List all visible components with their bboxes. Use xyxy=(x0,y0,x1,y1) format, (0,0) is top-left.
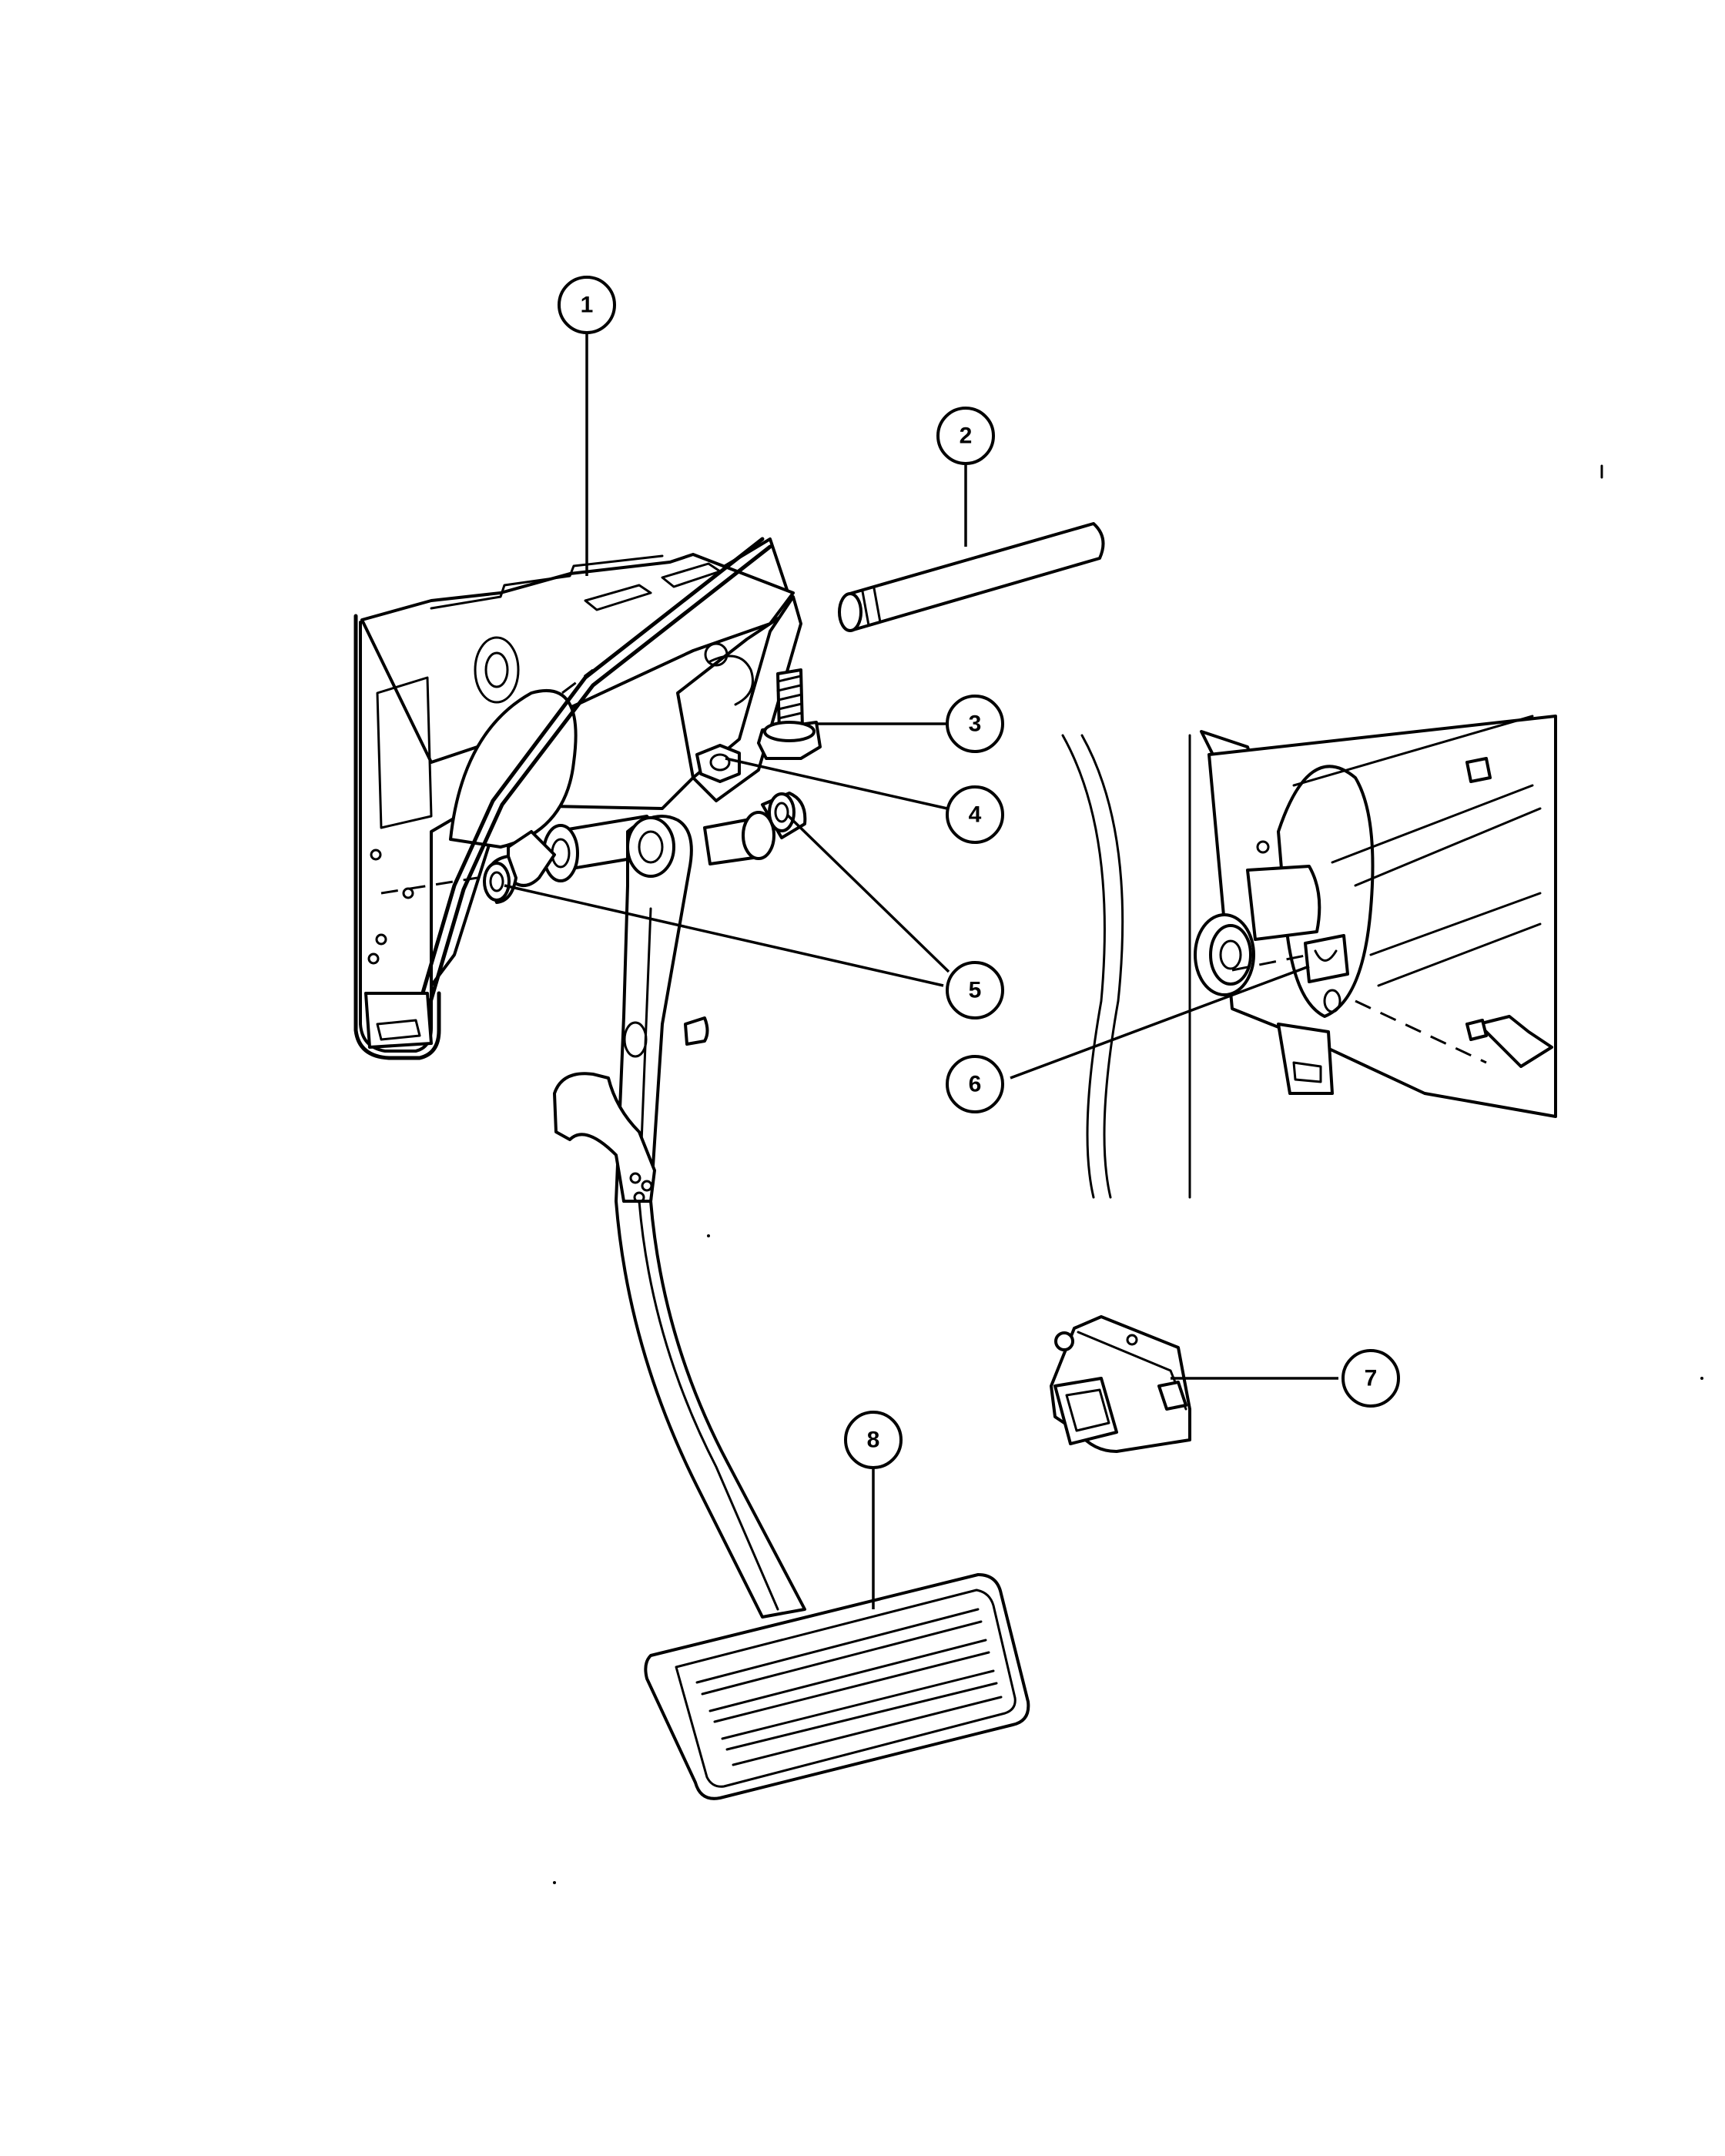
callout-8-label: 8 xyxy=(867,1428,880,1453)
callout-7: 7 xyxy=(1341,1349,1400,1408)
callout-8: 8 xyxy=(844,1411,903,1469)
pedal-bushing-right xyxy=(761,792,807,839)
pedal-bushing-left xyxy=(483,855,518,904)
callout-2: 2 xyxy=(936,407,995,465)
callout-7-label: 7 xyxy=(1365,1366,1378,1391)
callout-3-label: 3 xyxy=(969,711,982,737)
pedal-support-bracket xyxy=(353,537,802,1060)
callout-2-label: 2 xyxy=(960,424,973,449)
callout-6: 6 xyxy=(946,1055,1004,1113)
pedal-pad xyxy=(644,1573,1030,1800)
callout-4: 4 xyxy=(946,785,1004,844)
callout-4-label: 4 xyxy=(969,802,982,828)
callout-5: 5 xyxy=(946,961,1004,1019)
callout-1: 1 xyxy=(558,276,616,334)
scan-marks xyxy=(553,464,1703,1884)
detail-view xyxy=(1061,715,1557,1199)
callout-6-label: 6 xyxy=(969,1072,982,1097)
pivot-shaft xyxy=(838,522,1105,632)
hex-nut xyxy=(695,744,741,783)
stop-lamp-switch xyxy=(1050,1315,1191,1453)
callout-3: 3 xyxy=(946,695,1004,753)
callout-5-label: 5 xyxy=(969,978,982,1003)
mounting-bolt xyxy=(757,668,822,760)
callout-1-label: 1 xyxy=(581,293,594,318)
leader-lines xyxy=(504,333,1338,1609)
pedal-arm xyxy=(553,815,806,1619)
